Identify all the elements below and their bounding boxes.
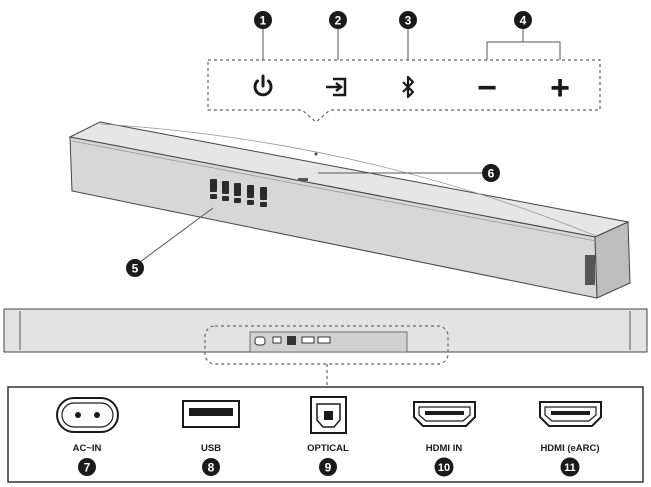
hdmi-in-port: HDMI IN xyxy=(413,401,476,454)
callout-11: 11 xyxy=(560,457,580,477)
svg-text:10: 10 xyxy=(438,462,450,474)
svg-text:OPTICAL: OPTICAL xyxy=(307,443,349,454)
ac-in-port: AC~IN xyxy=(56,397,119,454)
hdmi-earc-port: HDMI (eARC) xyxy=(539,401,602,454)
svg-text:1: 1 xyxy=(260,14,267,28)
led-display xyxy=(210,179,267,207)
svg-text:5: 5 xyxy=(132,262,139,276)
svg-text:8: 8 xyxy=(208,461,215,475)
ports-panel xyxy=(7,386,644,483)
callout-7: 7 xyxy=(78,458,96,476)
callout-5: 5 xyxy=(126,207,214,277)
callout-6: 6 xyxy=(318,164,500,182)
callout-10: 10 xyxy=(434,457,454,477)
svg-text:HDMI (eARC): HDMI (eARC) xyxy=(540,443,599,454)
svg-text:7: 7 xyxy=(84,461,91,475)
callout-4: 4 xyxy=(486,11,561,60)
svg-text:USB: USB xyxy=(201,443,221,454)
callout-9: 9 xyxy=(319,458,337,476)
svg-text:9: 9 xyxy=(325,461,332,475)
svg-text:2: 2 xyxy=(335,14,342,28)
volume-up-icon: + xyxy=(550,69,570,107)
svg-text:+: + xyxy=(550,69,570,107)
svg-text:3: 3 xyxy=(405,14,412,28)
svg-text:HDMI IN: HDMI IN xyxy=(426,443,463,454)
svg-text:−: − xyxy=(477,69,497,107)
optical-port: OPTICAL xyxy=(307,396,349,454)
usb-port: USB xyxy=(182,400,240,454)
soundbar-rear-view xyxy=(3,308,648,353)
input-source-icon xyxy=(326,77,347,97)
callout-3: 3 xyxy=(399,11,417,60)
callout-1: 1 xyxy=(254,11,272,60)
svg-text:11: 11 xyxy=(564,462,576,474)
logo xyxy=(298,178,308,181)
power-icon xyxy=(253,74,273,97)
svg-text:AC~IN: AC~IN xyxy=(73,443,102,454)
soundbar-perspective xyxy=(68,121,631,299)
callout-2: 2 xyxy=(329,11,347,60)
volume-down-icon: − xyxy=(477,69,497,107)
control-panel-outline xyxy=(207,59,601,123)
bluetooth-icon xyxy=(402,75,415,99)
svg-text:6: 6 xyxy=(488,167,495,181)
port-area-highlight xyxy=(204,325,449,365)
svg-text:4: 4 xyxy=(520,14,527,28)
callout-8: 8 xyxy=(202,458,220,476)
